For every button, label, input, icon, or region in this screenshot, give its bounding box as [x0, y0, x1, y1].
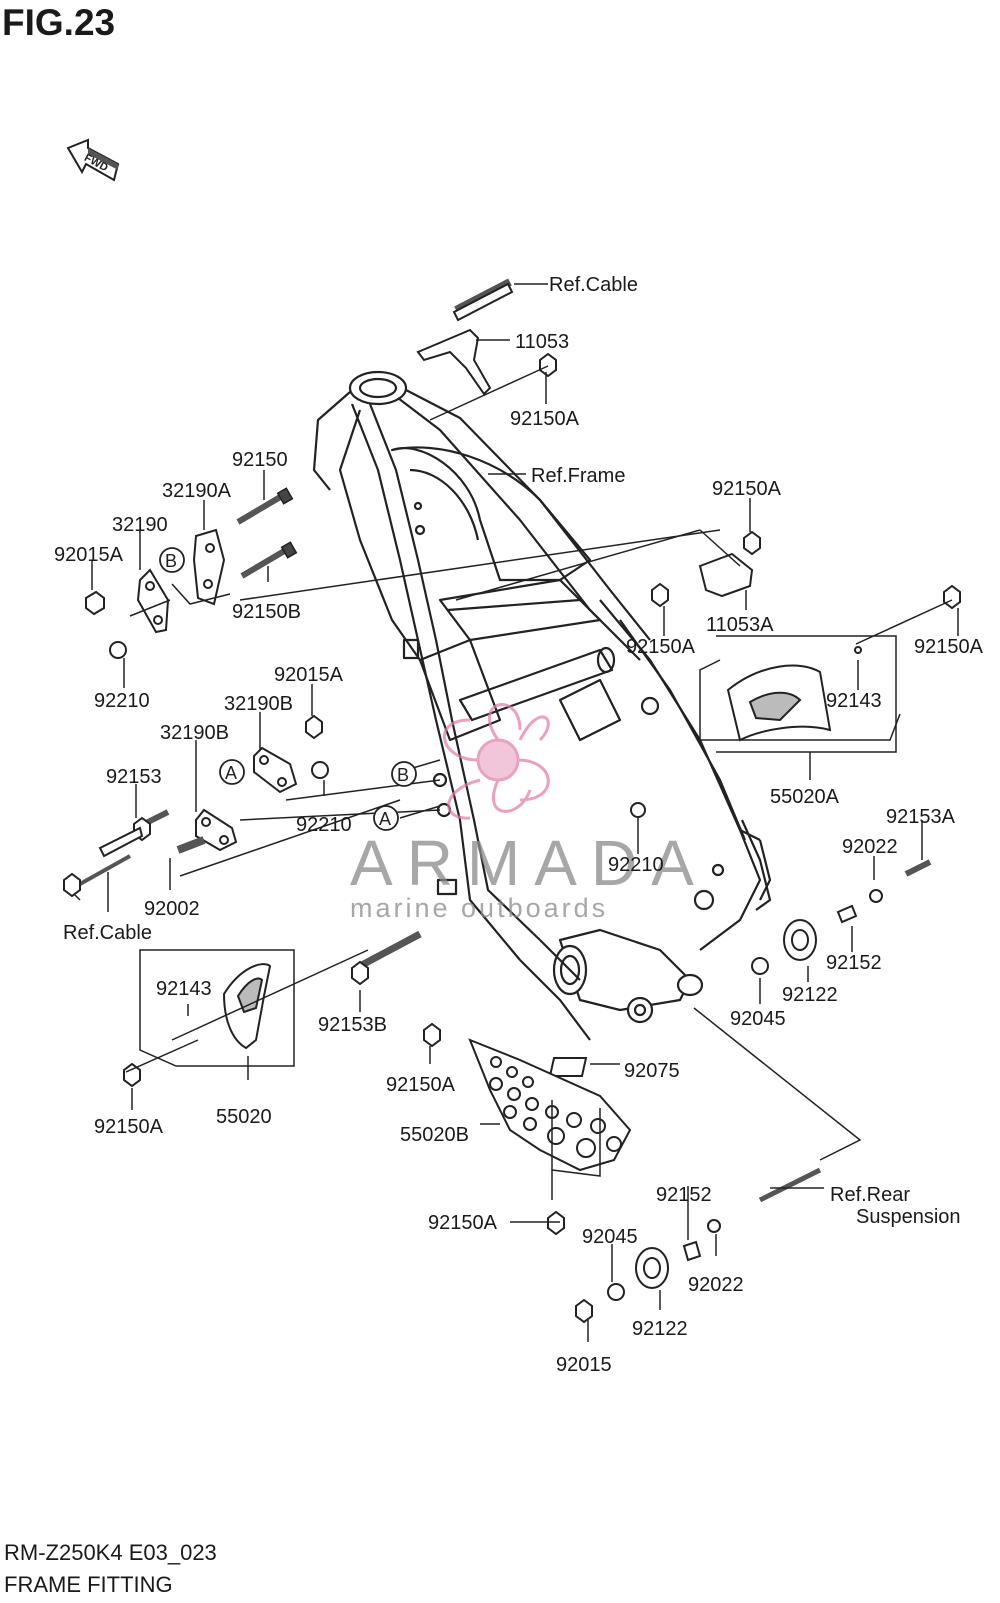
callout-B-upper: B [159, 547, 185, 573]
label-92045-bottom: 92045 [582, 1226, 638, 1248]
frame-body [312, 370, 772, 1041]
label-92075: 92075 [624, 1060, 680, 1082]
label-ref-cable-left: Ref.Cable [63, 922, 152, 944]
label-92143-left: 92143 [156, 978, 212, 1000]
label-92210-mid: 92210 [296, 814, 352, 836]
label-11053: 11053 [515, 331, 570, 353]
label-92002: 92002 [144, 898, 200, 920]
label-92150A-bottom: 92150A [428, 1212, 497, 1234]
callout-A-frame-text: A [379, 809, 391, 829]
callout-B-frame: B [391, 761, 417, 787]
figure-code: RM-Z250K4 E03_023 [4, 1540, 217, 1565]
mount-plate-32190B-upper [253, 746, 298, 794]
label-92150B: 92150B [232, 601, 301, 623]
fwd-text: FWD [82, 152, 110, 174]
callout-A-upper: A [219, 759, 245, 785]
label-92153A: 92153A [886, 806, 955, 828]
guard-55020A [726, 664, 832, 742]
label-92045-right: 92045 [730, 1008, 786, 1030]
label-92150: 92150 [232, 449, 288, 471]
watermark-logo-icon [442, 703, 550, 820]
callout-A-upper-text: A [225, 763, 237, 783]
label-92150A-left-bottom: 92150A [94, 1116, 163, 1138]
label-ref-rear-line2: Suspension [856, 1206, 961, 1228]
label-32190: 32190 [112, 514, 168, 536]
bracket-11053A [698, 552, 754, 598]
callout-B-upper-text: B [165, 551, 177, 571]
label-ref-rear-line1: Ref.Rear [830, 1184, 911, 1206]
mount-plate-32190 [136, 568, 170, 634]
label-92150A-right-top: 92150A [712, 478, 781, 500]
mount-plate-32190A [192, 528, 226, 606]
nuts-washers [63, 352, 961, 1324]
label-92152-right: 92152 [826, 952, 882, 974]
label-92015A-mid: 92015A [274, 664, 343, 686]
label-92022-bottom: 92022 [688, 1274, 744, 1296]
label-92150A-far-right: 92150A [914, 636, 983, 658]
label-92153B: 92153B [318, 1014, 387, 1036]
mount-plate-32190B-lower [195, 808, 238, 852]
cable-strap [98, 282, 514, 858]
figure-name: FRAME FITTING [4, 1572, 173, 1597]
label-92150A-top: 92150A [510, 408, 579, 430]
label-92015: 92015 [556, 1354, 612, 1376]
label-92210-upper: 92210 [94, 690, 150, 712]
label-92022-right: 92022 [842, 836, 898, 858]
watermark-tagline: marine outboards [350, 893, 609, 923]
label-92122-bottom: 92122 [632, 1318, 688, 1340]
watermark-brand: ARMADA [350, 827, 708, 899]
label-92153: 92153 [106, 766, 162, 788]
label-92210-center: 92210 [608, 854, 664, 876]
figure-title: FIG.23 [2, 2, 116, 43]
callout-B-frame-text: B [397, 765, 409, 785]
label-92152-bottom: 92152 [656, 1184, 712, 1206]
label-92150A-center: 92150A [386, 1074, 455, 1096]
label-92015A-upper: 92015A [54, 544, 123, 566]
label-92143-right: 92143 [826, 690, 882, 712]
label-55020B: 55020B [400, 1124, 469, 1146]
label-32190A: 32190A [162, 480, 231, 502]
label-32190B-lower: 32190B [160, 722, 229, 744]
label-ref-frame: Ref.Frame [531, 465, 626, 487]
label-55020: 55020 [216, 1106, 272, 1128]
label-92150A-right-mid: 92150A [626, 636, 695, 658]
label-55020A: 55020A [770, 786, 839, 808]
fwd-arrow-icon: FWD [66, 138, 120, 182]
bracket-11053 [416, 328, 492, 396]
label-32190B-upper: 32190B [224, 693, 293, 715]
label-ref-cable-top: Ref.Cable [549, 274, 638, 296]
leader-lines [73, 283, 959, 1342]
part-92075-shape [548, 1057, 588, 1077]
callout-A-frame: A [373, 805, 399, 831]
label-92122-right: 92122 [782, 984, 838, 1006]
label-11053A: 11053A [706, 614, 774, 636]
skid-plate-55020B [468, 1038, 632, 1172]
